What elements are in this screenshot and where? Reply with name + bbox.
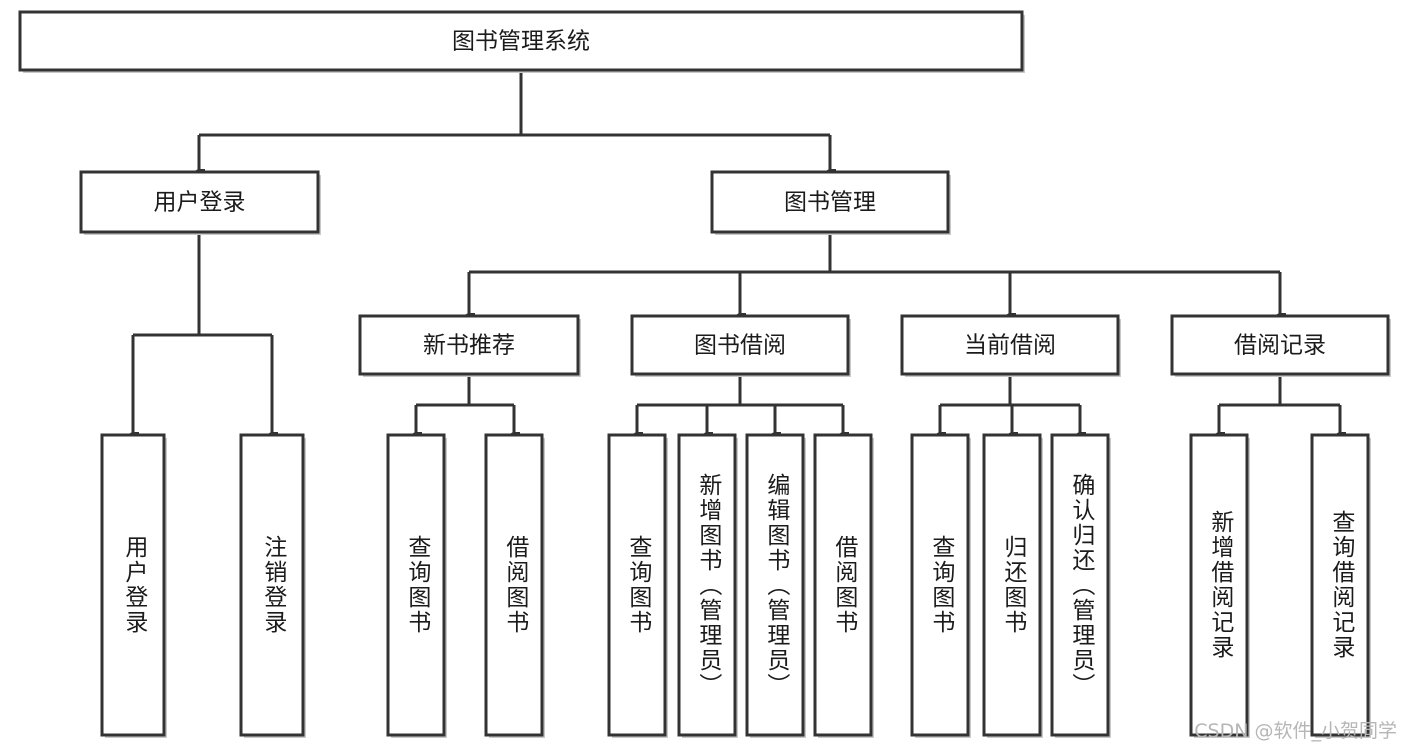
- node-leaf-0[interactable]: [100, 433, 166, 737]
- node-level3-0[interactable]: [358, 314, 580, 376]
- node-leaf-10[interactable]: [1050, 433, 1110, 737]
- connector-layer: [133, 70, 1340, 433]
- node-leaf-6[interactable]: [745, 433, 805, 737]
- node-level3-3-label: 借阅记录: [1234, 333, 1326, 359]
- node-level3-2-label: 当前借阅: [964, 333, 1056, 359]
- node-leaf-5[interactable]: [677, 433, 737, 737]
- node-leaf-7[interactable]: [813, 433, 873, 737]
- node-leaf-1[interactable]: [239, 433, 305, 737]
- node-level2-0[interactable]: [79, 170, 320, 234]
- node-root-label: 图书管理系统: [452, 29, 590, 55]
- node-leaf-12[interactable]: [1310, 433, 1370, 737]
- node-level2-1[interactable]: [710, 170, 950, 234]
- node-level3-0-label: 新书推荐: [423, 333, 515, 359]
- node-level3-3[interactable]: [1170, 314, 1390, 376]
- node-level3-1[interactable]: [630, 314, 850, 376]
- node-level2-1-label: 图书管理: [784, 190, 876, 216]
- node-leaf-4[interactable]: [607, 433, 667, 737]
- node-leaf-8[interactable]: [910, 433, 970, 737]
- node-leaf-3[interactable]: [484, 433, 544, 737]
- node-root[interactable]: [18, 10, 1024, 72]
- watermark-text: CSDN @软件_小贺同学: [1194, 720, 1397, 742]
- node-leaf-9[interactable]: [982, 433, 1042, 737]
- node-leaf-2[interactable]: [386, 433, 446, 737]
- node-level3-1-label: 图书借阅: [694, 333, 786, 359]
- node-level2-0-label: 用户登录: [154, 190, 246, 216]
- node-leaf-11[interactable]: [1189, 433, 1249, 737]
- node-level3-2[interactable]: [900, 314, 1120, 376]
